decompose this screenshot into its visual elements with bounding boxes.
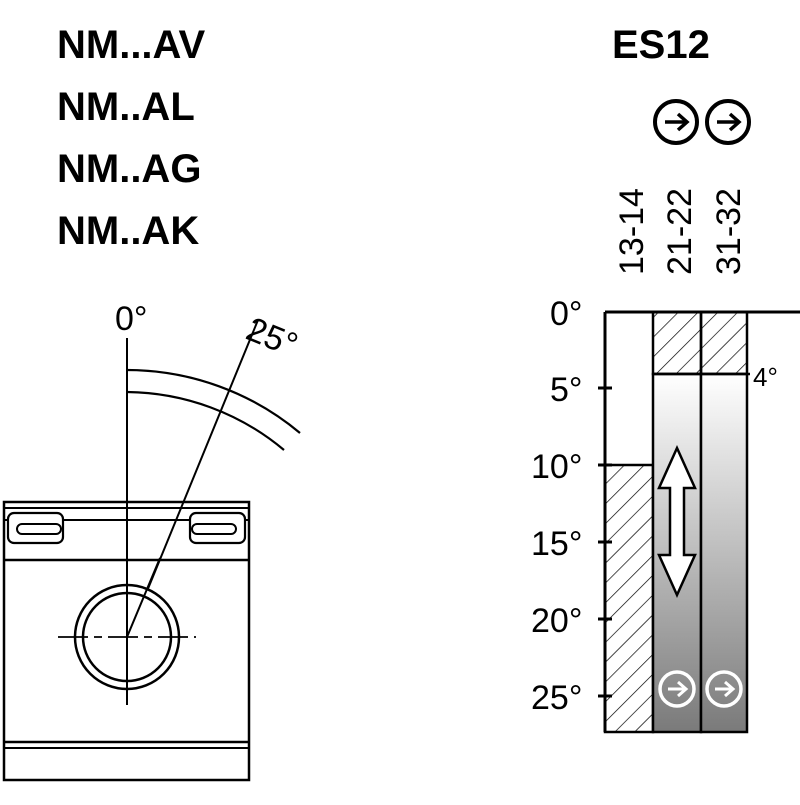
positive-opening-icon [705, 99, 751, 145]
model-list: NM...AV NM..AL NM..AG NM..AK [57, 23, 205, 253]
contact-label: 31-32 [710, 188, 748, 275]
scale-label: 20° [531, 602, 582, 640]
switching-chart: 0° 5° 10° 15° 20° 25° 4° [531, 295, 800, 734]
model-name: NM..AG [57, 147, 201, 191]
contact-column-labels: 13-14 21-22 31-32 [613, 188, 748, 275]
scale-label: 10° [531, 448, 582, 486]
scale-label: 0° [550, 295, 583, 333]
contact-21-22-closed-zone [651, 310, 703, 376]
model-name: NM...AV [57, 23, 205, 67]
screw-head-left [6, 511, 65, 545]
travel-double-arrow-icon [657, 444, 697, 599]
actuator-drawing: 0° 25° [2, 300, 303, 782]
scale-label: 25° [531, 679, 582, 717]
travel-arc-inner [126, 390, 285, 451]
model-name: NM..AL [57, 85, 195, 129]
contact-31-32-closed-zone [699, 310, 749, 376]
screw-head-right [188, 511, 247, 545]
contact-13-14-closed-zone [603, 463, 655, 734]
scale-label: 15° [531, 525, 582, 563]
positive-opening-icon [705, 670, 743, 708]
zero-angle-label: 0° [115, 300, 148, 338]
scale-labels: 0° 5° 10° 15° 20° 25° [531, 295, 583, 717]
contact-label: 13-14 [613, 188, 651, 275]
positive-opening-icon [658, 670, 696, 708]
switch-body [2, 500, 251, 782]
contact-31-32-open-zone [699, 372, 749, 734]
positive-opening-icon [653, 99, 699, 145]
max-angle-label: 25° [241, 310, 303, 364]
contact-label: 21-22 [661, 188, 699, 275]
switch-code: ES12 [612, 23, 710, 67]
scale-label: 5° [550, 371, 583, 409]
switch-point-label: 4° [753, 362, 778, 392]
travel-arc-outer [126, 368, 301, 434]
header-icons [653, 99, 751, 145]
model-name: NM..AK [57, 209, 199, 253]
